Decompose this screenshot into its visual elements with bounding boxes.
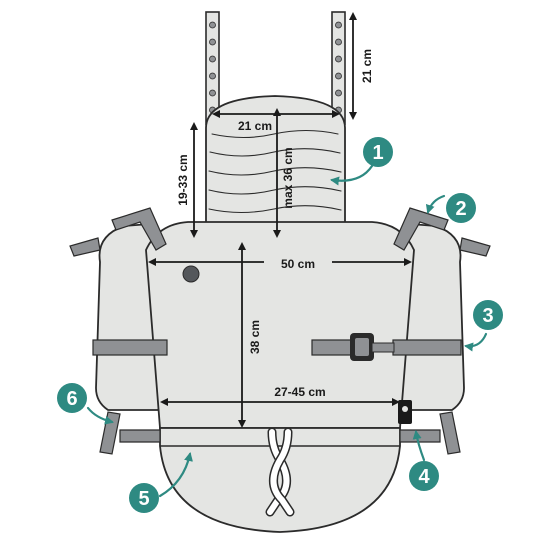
shoulder-strap-right: [331, 11, 346, 125]
strap-webbing: [69, 207, 491, 455]
waistband: [159, 427, 401, 533]
snap-button: [182, 265, 200, 283]
dim-waist-width-label: 27-45 cm: [274, 385, 325, 399]
svg-text:5: 5: [138, 488, 149, 510]
callout-badge-5: 5: [129, 483, 159, 513]
callout-badge-1: 1: [363, 137, 393, 167]
body-panel: [145, 221, 415, 429]
chest-buckle: [311, 333, 395, 361]
dim-hood-max-label: max 36 cm: [281, 147, 295, 208]
svg-text:4: 4: [418, 466, 430, 488]
dim-strap-length-label: 21 cm: [360, 49, 374, 83]
callout-badge-6: 6: [57, 383, 87, 413]
svg-text:2: 2: [455, 198, 466, 220]
brand-label: [398, 400, 412, 424]
svg-text:1: 1: [372, 142, 383, 164]
shoulder-strap-left: [205, 11, 220, 125]
hood: [205, 95, 346, 241]
callout-badge-4: 4: [409, 461, 439, 491]
callout-badge-3: 3: [473, 300, 503, 330]
svg-text:6: 6: [66, 388, 77, 410]
callout-badge-2: 2: [446, 193, 476, 223]
dim-hood-width-label: 21 cm: [238, 119, 272, 133]
dim-panel-height-label: 38 cm: [248, 320, 262, 354]
callout-arrows: [86, 164, 488, 498]
dim-hood-length-label: 19-33 cm: [176, 154, 190, 205]
waist-cord: [265, 427, 295, 517]
dim-panel-width-label: 50 cm: [281, 257, 315, 271]
svg-text:3: 3: [482, 305, 493, 327]
